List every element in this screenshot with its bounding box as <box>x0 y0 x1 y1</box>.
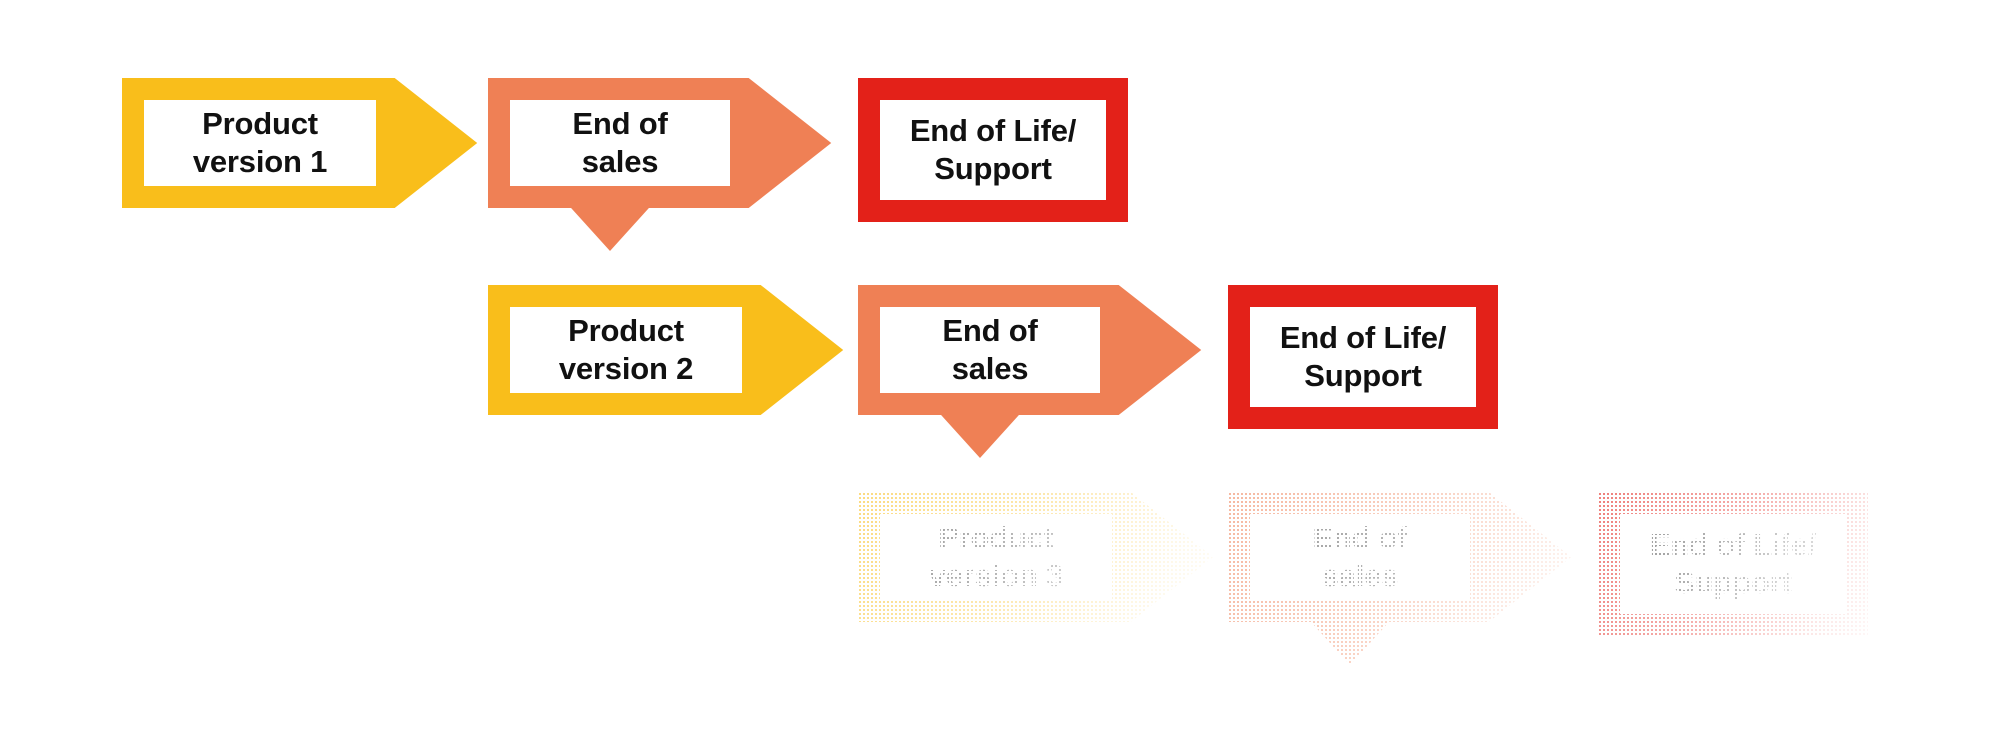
rectangle-shape-red <box>1228 285 1498 429</box>
node-r3-end-of-sales: End of sales <box>1228 492 1608 677</box>
rectangle-shape-red <box>858 78 1128 222</box>
node-r3-product: Product version 3 <box>858 492 1228 622</box>
node-r2-end-of-life: End of Life/ Support <box>1228 285 1506 435</box>
chevron-arrow-shape-orange <box>858 285 1202 458</box>
node-r3-end-of-life: End of Life/ Support <box>1598 492 1876 642</box>
chevron-arrow-shape-yellow <box>122 78 478 208</box>
node-r2-product: Product version 2 <box>488 285 858 415</box>
node-r1-end-of-life: End of Life/ Support <box>858 78 1136 228</box>
node-r2-end-of-sales: End of sales <box>858 285 1238 470</box>
rectangle-shape-red <box>1598 492 1868 636</box>
chevron-arrow-shape-yellow <box>488 285 844 415</box>
chevron-arrow-shape-yellow <box>858 492 1214 622</box>
node-r1-product: Product version 1 <box>122 78 492 208</box>
chevron-arrow-shape-orange <box>488 78 832 251</box>
node-r1-end-of-sales: End of sales <box>488 78 868 263</box>
chevron-arrow-shape-orange <box>1228 492 1572 665</box>
